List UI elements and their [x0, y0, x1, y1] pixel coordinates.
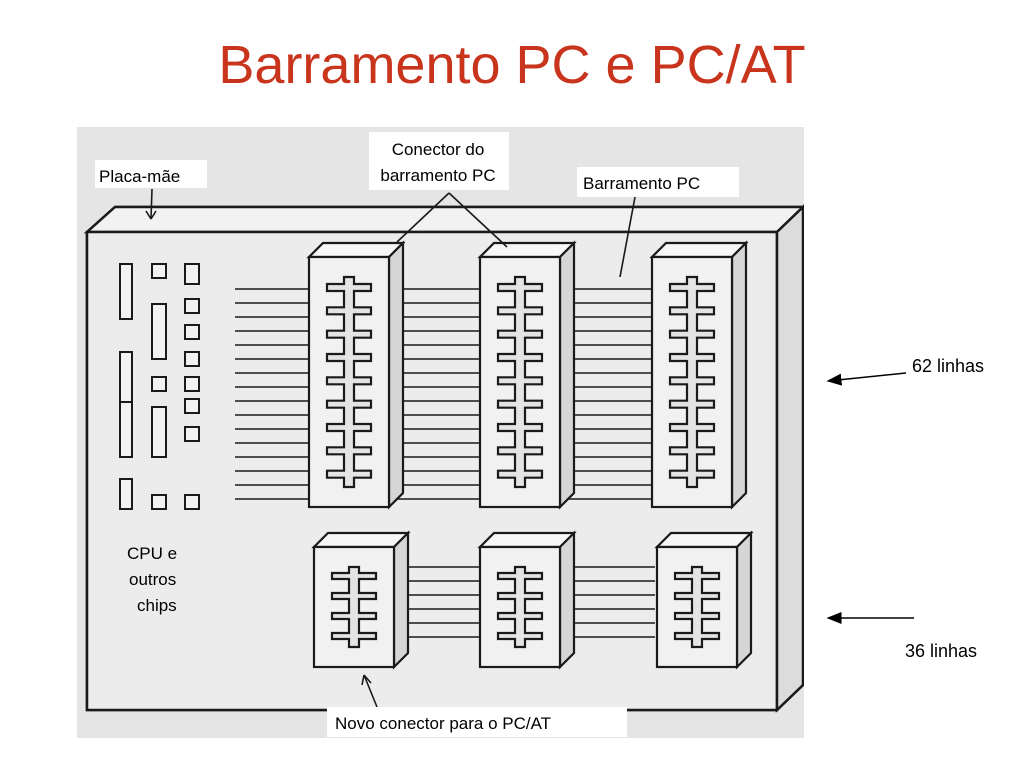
cpu-chips-group — [119, 263, 200, 510]
chip — [119, 401, 133, 458]
pointer-connector-b — [448, 192, 508, 248]
chip — [184, 494, 200, 510]
chip — [119, 478, 133, 510]
chip — [184, 324, 200, 340]
bus-label: Barramento PC — [583, 174, 700, 193]
connector-label-line1: Conector do — [392, 140, 485, 159]
cpu-label-line3: chips — [137, 596, 177, 615]
pc-connector-2 — [477, 240, 577, 510]
bus-diagram-figure: Placa-mãe Conector do barramento PC Barr… — [77, 127, 804, 738]
pointer-new-connector-head — [361, 674, 372, 686]
motherboard-label-bg — [95, 160, 207, 188]
chip — [151, 303, 167, 360]
motherboard-label: Placa-mãe — [99, 167, 180, 186]
cpu-label-line1: CPU e — [127, 544, 177, 563]
new-connector-label: Novo conector para o PC/AT — [335, 714, 551, 733]
chip — [184, 351, 200, 367]
chip — [184, 426, 200, 442]
pointer-motherboard-head — [145, 210, 157, 220]
chip — [184, 398, 200, 414]
pointer-connector-a — [396, 192, 450, 243]
cpu-label-line2: outros — [129, 570, 176, 589]
pcat-connector-2 — [477, 530, 577, 670]
annotation-62-lines: 62 linhas — [912, 356, 985, 376]
arrow-62-lines — [826, 372, 907, 386]
pointer-new-connector — [363, 674, 378, 708]
chip — [119, 263, 133, 320]
chip — [151, 494, 167, 510]
connector-label-line2: barramento PC — [380, 166, 495, 185]
slide-title: Barramento PC e PC/AT — [218, 35, 806, 95]
pointer-bus — [619, 196, 636, 278]
chip — [151, 376, 167, 392]
chip — [184, 298, 200, 314]
annotation-36-lines: 36 linhas — [905, 641, 978, 661]
new-connector-label-bg — [327, 707, 627, 737]
chip — [151, 406, 167, 458]
connectors-group — [306, 240, 754, 670]
pc-connector-1 — [306, 240, 406, 510]
chip — [184, 376, 200, 392]
bus-label-bg — [577, 167, 739, 197]
chip — [151, 263, 167, 279]
connector-label-bg — [369, 132, 509, 190]
pcat-connector-3 — [654, 530, 754, 670]
chip — [184, 263, 200, 285]
pcat-connector-1 — [311, 530, 411, 670]
pc-connector-3 — [649, 240, 749, 510]
label-pointers — [145, 188, 636, 708]
pointer-motherboard — [150, 188, 153, 220]
